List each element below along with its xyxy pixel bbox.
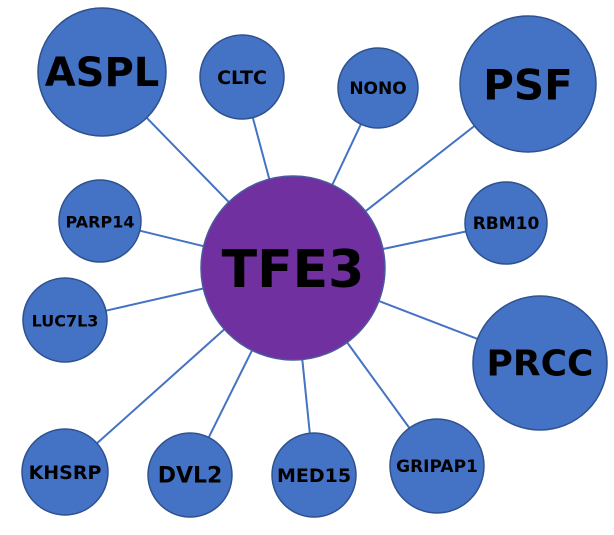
node-aspl xyxy=(37,7,167,137)
edge-nono xyxy=(331,123,362,186)
edge-parp14 xyxy=(139,229,204,248)
node-luc7l3 xyxy=(22,277,108,363)
node-label-gripap1: GRIPAP1 xyxy=(396,457,478,477)
node-prcc xyxy=(472,295,608,431)
node-label-cltc: CLTC xyxy=(217,67,267,89)
node-label-luc7l3: LUC7L3 xyxy=(32,312,99,331)
edge-aspl xyxy=(145,117,230,203)
edge-dvl2 xyxy=(207,349,253,438)
edge-med15 xyxy=(301,359,311,434)
node-rbm10 xyxy=(464,181,548,265)
node-label-parp14: PARP14 xyxy=(66,213,135,232)
node-label-rbm10: RBM10 xyxy=(473,214,540,234)
center-node-group: TFE3 xyxy=(200,175,386,361)
node-label-prcc: PRCC xyxy=(487,344,594,385)
edge-cltc xyxy=(251,117,271,180)
node-khsrp xyxy=(21,428,109,516)
node-label-khsrp: KHSRP xyxy=(29,462,102,484)
center-node-label: TFE3 xyxy=(222,240,365,300)
edge-prcc xyxy=(378,300,478,340)
node-nono xyxy=(337,47,419,129)
network-edges xyxy=(96,117,478,445)
node-gripap1 xyxy=(389,418,485,514)
edge-khsrp xyxy=(96,328,226,445)
node-label-aspl: ASPL xyxy=(45,50,160,96)
node-label-nono: NONO xyxy=(349,79,406,99)
node-parp14 xyxy=(58,179,142,263)
node-label-psf: PSF xyxy=(483,61,573,110)
edge-gripap1 xyxy=(346,341,411,429)
edge-psf xyxy=(364,125,476,213)
edge-rbm10 xyxy=(382,230,467,250)
node-med15 xyxy=(271,432,357,518)
node-dvl2 xyxy=(147,432,233,518)
node-cltc xyxy=(199,34,285,120)
node-psf xyxy=(459,15,597,153)
node-label-dvl2: DVL2 xyxy=(158,464,223,489)
node-label-med15: MED15 xyxy=(277,465,351,487)
edge-luc7l3 xyxy=(105,287,204,312)
center-node xyxy=(200,175,386,361)
